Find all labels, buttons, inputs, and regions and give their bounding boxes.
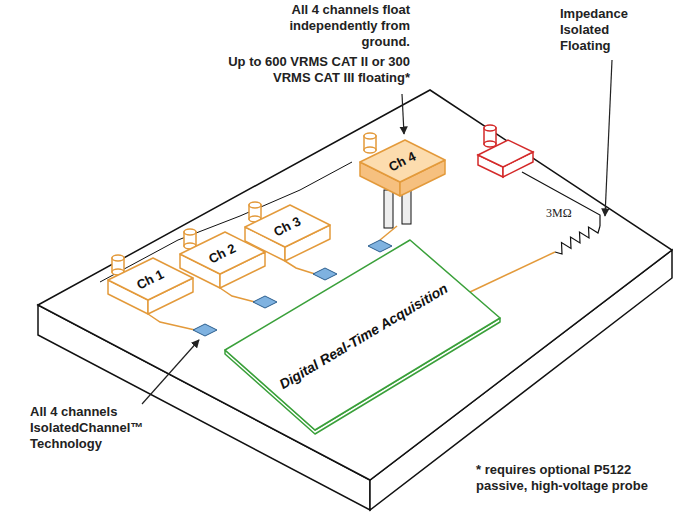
footnote: * requires optional P5122 passive, high-… [476,462,676,494]
leader-arrow [142,340,199,404]
trace [100,162,352,282]
callout-note: All 4 channels IsolatedChannel™ Technolo… [30,404,170,452]
resistor-value: 3MΩ [546,205,572,221]
wire [470,252,555,292]
floating-connector [478,125,533,177]
callout-note: All 4 channels float independently from … [268,2,410,50]
leader-arrow [402,94,404,134]
resistor-symbol [555,226,600,254]
channel-box: Ch 4 [360,140,445,196]
leader-arrow [605,60,612,216]
box-face [225,240,500,430]
wire [522,172,600,226]
bnc-connectors [112,133,376,275]
channel-box: Ch 3 [245,205,330,261]
callout-note: Impedance Isolated Floating [560,6,660,54]
box-face [360,140,445,182]
acquisition-block: Digital Real-Time Acquisition [225,240,500,436]
pedestal [384,190,393,228]
callout-note: Up to 600 VRMS CAT II or 300 VRMS CAT II… [208,54,410,86]
box-face [245,205,330,247]
